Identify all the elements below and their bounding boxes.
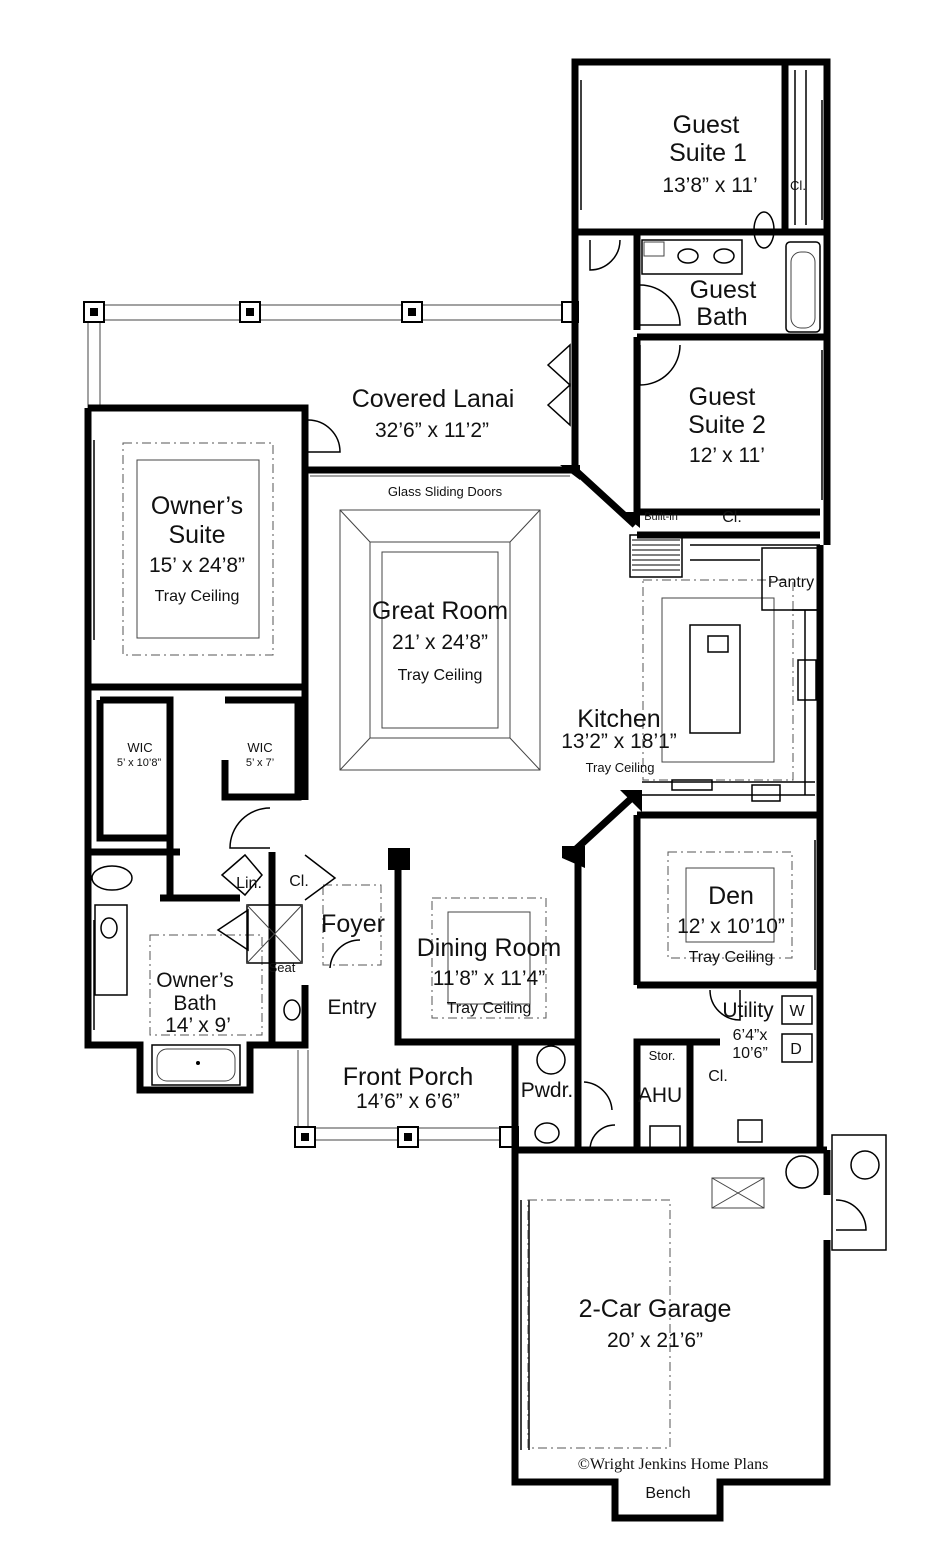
wic-left-dims: 5’ x 10’8” (117, 757, 162, 769)
shower-seat-label: Seat (269, 960, 296, 975)
front-porch-dims: 14’6” x 6’6” (356, 1090, 460, 1113)
great-room-label: Great Room (372, 597, 508, 625)
front-porch-label: Front Porch (343, 1063, 474, 1091)
dining-room-dims: 11’8” x 11’4” (433, 967, 545, 990)
room-labels: Guest Suite 1 13’8” x 11’ Cl. Guest Bath… (117, 111, 814, 1502)
built-in-label: Built-in (644, 511, 678, 523)
guest-suite-2-dims: 12’ x 11’ (689, 444, 765, 467)
guest-suite-2-label: Guest (689, 383, 756, 411)
kitchen-label: Kitchen (577, 705, 660, 733)
dryer-label: D (790, 1041, 802, 1058)
windows (93, 70, 823, 1450)
den-dims: 12’ x 10’10” (677, 915, 785, 938)
door-swings (216, 239, 887, 1251)
owners-bath-label-2: Bath (173, 992, 216, 1015)
powder-room-label: Pwdr. (521, 1079, 574, 1102)
kitchen-fixtures (629, 534, 820, 802)
owners-suite-label-2: Suite (169, 521, 226, 549)
owners-suite-ceiling: Tray Ceiling (155, 588, 240, 605)
guest-suite-2-label-2: Suite 2 (688, 411, 766, 439)
glass-sliding-doors-label: Glass Sliding Doors (388, 484, 503, 499)
wic-right-label: WIC (247, 740, 272, 755)
den-label: Den (708, 882, 754, 910)
wic-left-label: WIC (127, 740, 152, 755)
tray-ceilings (122, 442, 794, 1449)
dining-room-label: Dining Room (417, 934, 562, 962)
pantry-label: Pantry (768, 574, 814, 591)
utility-label: Utility (722, 999, 774, 1022)
guest-suite-1-label-2: Suite 1 (669, 139, 747, 167)
copyright-notice: ©Wright Jenkins Home Plans (578, 1456, 769, 1473)
owners-suite-label: Owner’s (151, 492, 243, 520)
washer-label: W (789, 1003, 805, 1020)
linen-closet-label: Lin. (236, 875, 262, 892)
bench-label: Bench (645, 1485, 690, 1502)
guest-suite-1-closet-label: Cl. (790, 178, 806, 193)
structural-columns (388, 465, 642, 870)
guest-suite-2-closet-label: Cl. (722, 509, 742, 526)
covered-lanai-dims: 32’6” x 11’2” (375, 419, 489, 442)
owners-suite-dims: 15’ x 24’8” (149, 554, 245, 577)
kitchen-dims: 13’2” x 18’1” (561, 730, 677, 753)
covered-lanai-label: Covered Lanai (352, 385, 515, 413)
den-ceiling: Tray Ceiling (689, 949, 774, 966)
guest-bath-label-2: Bath (696, 303, 747, 331)
entry-label: Entry (327, 996, 377, 1019)
guest-suite-1-label: Guest (673, 111, 740, 139)
storage-label: Stor. (649, 1048, 676, 1063)
foyer-label: Foyer (321, 910, 385, 938)
great-room-ceiling: Tray Ceiling (398, 667, 483, 684)
ahu-label: AHU (638, 1084, 682, 1107)
garage-label: 2-Car Garage (579, 1295, 732, 1323)
utility-dims-2: 10’6” (732, 1045, 768, 1062)
owners-bath-label: Owner’s (156, 969, 233, 992)
dining-room-ceiling: Tray Ceiling (447, 1000, 532, 1017)
garage-dims: 20’ x 21’6” (607, 1329, 703, 1352)
utility-closet-label: Cl. (708, 1068, 728, 1085)
wic-right-dims: 5’ x 7’ (246, 757, 274, 769)
guest-suite-1-dims: 13’8” x 11’ (662, 174, 757, 197)
guest-bath-label: Guest (690, 276, 757, 304)
bath-fixtures (91, 211, 821, 1189)
utility-dims-1: 6’4”x (733, 1027, 768, 1044)
kitchen-ceiling: Tray Ceiling (586, 760, 655, 775)
hall-closet-label: Cl. (289, 873, 309, 890)
owners-bath-dims: 14’ x 9’ (165, 1014, 231, 1037)
great-room-dims: 21’ x 24’8” (392, 631, 488, 654)
